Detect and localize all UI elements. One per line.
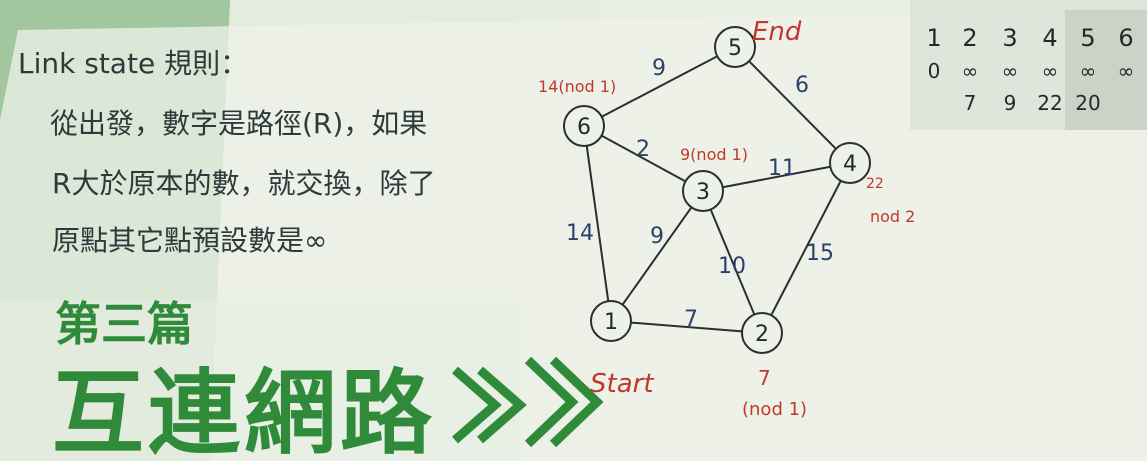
graph-node-3: 3	[682, 170, 724, 212]
table-row2-4: 22	[1037, 91, 1062, 115]
start-label: Start	[590, 369, 654, 399]
table-header-1: 1	[926, 24, 941, 52]
node3-annotation: 9(nod 1)	[680, 145, 748, 164]
node-circle	[829, 142, 871, 184]
edge-6-5	[601, 55, 718, 118]
edge-weight-1-2: 7	[684, 307, 698, 332]
node-circle	[590, 300, 632, 342]
graph-nodes: 1 2 3 4 5 6	[563, 26, 871, 354]
node-circle	[682, 170, 724, 212]
table-row1-5: ∞	[1080, 59, 1097, 83]
table-row2-3: 9	[1004, 91, 1017, 115]
node-label: 4	[843, 152, 857, 177]
edge-weight-1-3: 9	[650, 224, 664, 249]
node-label: 2	[755, 322, 769, 347]
edge-5-4	[748, 60, 837, 150]
edge-weight-3-2: 10	[718, 254, 746, 279]
node-label: 3	[696, 180, 710, 205]
edge-weight-3-4: 11	[768, 156, 796, 181]
edge-weight-2-4: 15	[806, 241, 834, 266]
table-row1-6: ∞	[1118, 59, 1135, 83]
table-header-3: 3	[1002, 24, 1017, 52]
node6-annotation: 14(nod 1)	[538, 77, 616, 96]
graph-node-4: 4	[829, 142, 871, 184]
graph-node-5: 5	[714, 26, 756, 68]
edge-weight-6-1: 14	[566, 221, 594, 246]
notes-line-3: 原點其它點預設數是∞	[52, 224, 327, 257]
graph-node-6: 6	[563, 105, 605, 147]
node-circle	[741, 312, 783, 354]
table-row2-5: 20	[1075, 91, 1100, 115]
node-label: 6	[577, 115, 591, 140]
table-row1-2: ∞	[962, 59, 979, 83]
edge-1-2	[630, 321, 743, 333]
table-row1-3: ∞	[1002, 59, 1019, 83]
table-row1-4: ∞	[1042, 59, 1059, 83]
node2-via: (nod 1)	[742, 399, 807, 420]
edge-weight-6-5: 9	[652, 56, 666, 81]
end-label: End	[752, 17, 802, 47]
node4-via: nod 2	[870, 207, 915, 226]
edge-weight-5-4: 6	[795, 73, 809, 98]
table-row2-2: 7	[964, 91, 977, 115]
notes-line-1: 從出發，數字是路徑(R)，如果	[50, 107, 427, 140]
edge-6-3	[601, 134, 686, 183]
graph-edges	[585, 55, 842, 333]
graph-node-1: 1	[590, 300, 632, 342]
notes-line-2: R大於原本的數，就交換，除了	[52, 167, 435, 200]
edge-3-4	[722, 165, 831, 189]
node-label: 1	[604, 310, 618, 335]
chevron-arrows-icon	[452, 356, 604, 448]
edge-2-4	[770, 180, 842, 316]
node2-value: 7	[758, 366, 771, 390]
table-row1-1: 0	[928, 59, 941, 83]
node4-value: 22	[866, 176, 884, 192]
table-header-5: 5	[1080, 24, 1095, 52]
node-circle	[563, 105, 605, 147]
graph-node-2: 2	[741, 312, 783, 354]
edge-weight-6-3: 2	[636, 137, 650, 162]
table-header-4: 4	[1042, 24, 1057, 52]
edge-weights: 9 6 2 11 14 9 10 15 7	[566, 56, 834, 332]
edge-6-1	[585, 145, 610, 302]
section-label: 第三篇	[55, 297, 193, 351]
node-circle	[714, 26, 756, 68]
edge-3-2	[709, 209, 756, 315]
node-label: 5	[728, 36, 742, 61]
notes-title: Link state 規則：	[18, 47, 248, 80]
table-header-2: 2	[962, 24, 977, 52]
big-title: 互連網路	[52, 360, 436, 461]
table-header-6: 6	[1118, 24, 1133, 52]
edge-1-3	[621, 206, 693, 306]
